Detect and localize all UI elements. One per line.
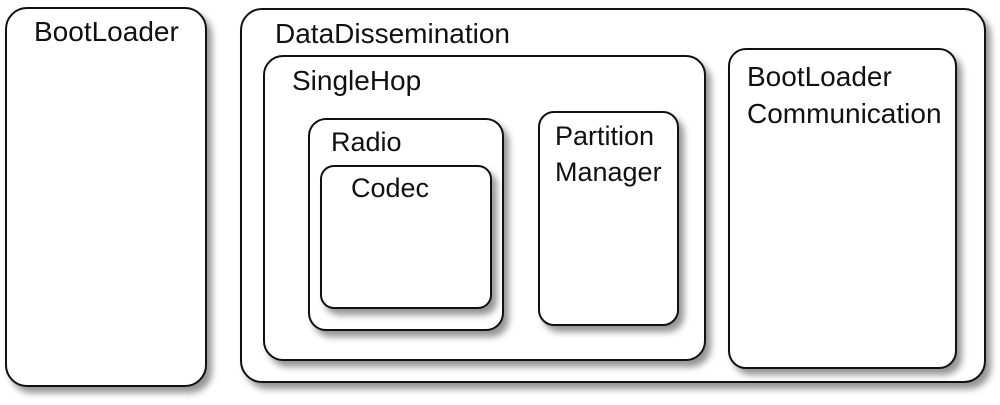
block-codec-label: Codec bbox=[351, 173, 430, 203]
block-bootloader-communication-label: BootLoader Communication bbox=[747, 61, 942, 129]
block-codec[interactable]: Codec bbox=[320, 165, 492, 309]
block-partition-manager[interactable]: Partition Manager bbox=[538, 111, 679, 326]
block-bootloader[interactable]: BootLoader bbox=[5, 7, 207, 387]
block-partition-manager-label: Partition Manager bbox=[555, 121, 662, 187]
block-bootloader-label: BootLoader bbox=[34, 16, 179, 47]
block-bootloader-communication[interactable]: BootLoader Communication bbox=[728, 48, 957, 369]
block-datadissemination-label: DataDissemination bbox=[275, 18, 510, 49]
block-radio-label: Radio bbox=[331, 127, 402, 157]
block-singlehop-label: SingleHop bbox=[292, 65, 422, 96]
